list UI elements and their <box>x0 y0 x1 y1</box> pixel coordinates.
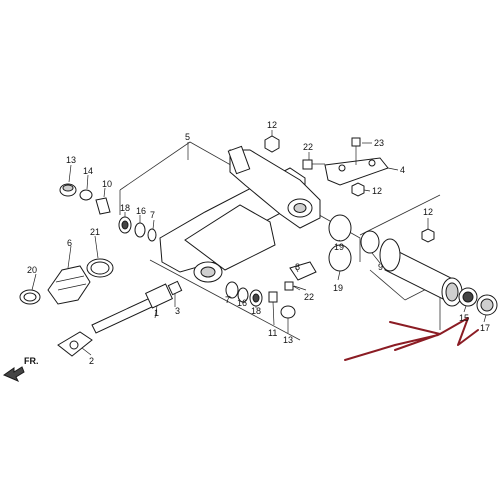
callout-18-lower: 18 <box>251 306 261 316</box>
callout-6: 6 <box>67 238 72 248</box>
front-direction-indicator: FR. <box>2 356 39 382</box>
bolt-22-top <box>302 159 325 170</box>
bearing-15 <box>458 287 478 307</box>
callout-8: 8 <box>295 262 300 272</box>
callout-12-housing: 12 <box>423 207 433 217</box>
callout-23: 23 <box>374 138 384 148</box>
callout-20: 20 <box>27 265 37 275</box>
washer-14 <box>79 189 93 201</box>
annotation-arrow <box>344 317 479 361</box>
callout-16-upper: 16 <box>136 206 146 216</box>
callout-12-top: 12 <box>267 120 277 130</box>
spring-3 <box>167 280 183 296</box>
callout-5: 5 <box>185 132 190 142</box>
leader-lines <box>31 130 487 356</box>
pivot-left-parts <box>118 216 157 242</box>
callout-17: 17 <box>480 323 490 333</box>
o-rings-19 <box>328 214 380 272</box>
callout-4: 4 <box>400 165 405 175</box>
nut-12-right <box>351 182 365 197</box>
universal-joint-2 <box>57 331 93 357</box>
bolt-10 <box>95 197 111 215</box>
callout-19-lower: 19 <box>333 283 343 293</box>
stopper-8 <box>289 261 317 281</box>
callout-9: 9 <box>378 262 383 272</box>
bracket-plate <box>324 157 389 186</box>
nut-12-top <box>264 135 280 153</box>
callout-14: 14 <box>83 166 93 176</box>
callout-10: 10 <box>102 179 112 189</box>
swingarm <box>159 145 321 283</box>
callout-labels: 1 2 3 4 5 6 7 7 8 9 10 11 12 12 12 13 13… <box>27 120 490 366</box>
callout-12-right: 12 <box>372 186 382 196</box>
seal-17 <box>476 294 498 316</box>
callout-22-lower: 22 <box>304 292 314 302</box>
front-direction-label: FR. <box>24 356 39 366</box>
callout-7-lower: 7 <box>225 295 230 305</box>
clamp-21 <box>86 258 114 278</box>
callout-11: 11 <box>268 328 277 338</box>
callout-15: 15 <box>459 313 469 323</box>
callout-3: 3 <box>175 306 180 316</box>
callout-1: 1 <box>154 308 159 318</box>
callout-19-upper: 19 <box>334 242 344 252</box>
drive-shaft-1 <box>91 283 174 334</box>
callout-2: 2 <box>89 356 94 366</box>
cap-13 <box>59 183 77 197</box>
final-drive-housing <box>379 238 463 307</box>
callout-13-lower: 13 <box>283 335 293 345</box>
bolt-22-lower <box>284 281 301 291</box>
clamp-20 <box>19 289 41 305</box>
callout-16-lower: 16 <box>237 298 247 308</box>
callout-13-left: 13 <box>66 155 76 165</box>
nut-12-housing <box>421 228 435 243</box>
boot-6 <box>47 265 91 305</box>
callout-21: 21 <box>90 227 100 237</box>
callout-22-top: 22 <box>303 142 313 152</box>
callout-7-upper: 7 <box>150 210 155 220</box>
bolt-23 <box>351 137 361 165</box>
callout-18-upper: 18 <box>120 203 130 213</box>
